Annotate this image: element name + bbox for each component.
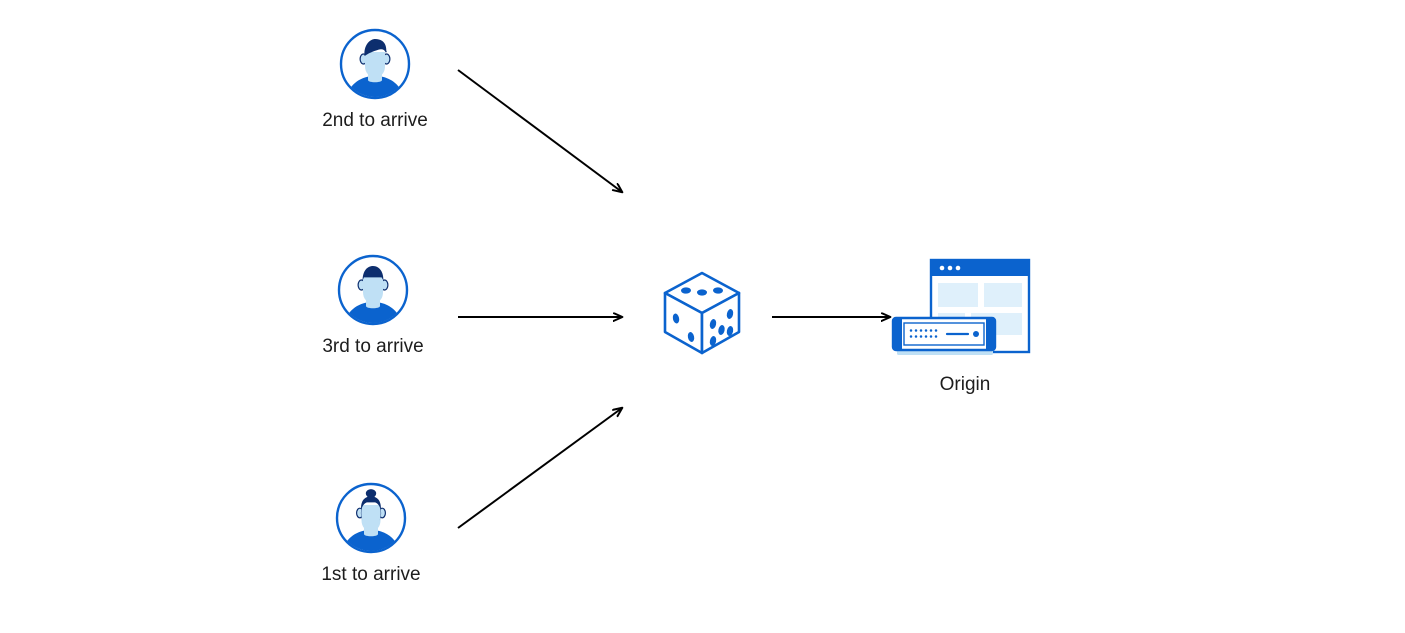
node-origin[interactable]: Origin bbox=[889, 256, 1041, 397]
node-label: 2nd to arrive bbox=[322, 110, 428, 131]
node-client-3rd[interactable]: 3rd to arrive bbox=[297, 254, 449, 359]
node-label: 1st to arrive bbox=[321, 564, 421, 585]
node-client-1st[interactable]: 1st to arrive bbox=[295, 482, 447, 587]
node-label: Origin bbox=[939, 374, 991, 395]
dice-cube-icon bbox=[655, 265, 749, 359]
user-avatar-icon bbox=[335, 482, 407, 554]
edge-2nd-to-dice bbox=[457, 69, 622, 192]
node-label: 3rd to arrive bbox=[322, 336, 424, 357]
user-avatar-icon bbox=[337, 254, 409, 326]
user-avatar-icon bbox=[339, 28, 411, 100]
node-dice[interactable] bbox=[655, 265, 749, 368]
server-appliance bbox=[891, 316, 997, 355]
node-client-2nd[interactable]: 2nd to arrive bbox=[299, 28, 451, 133]
edge-1st-to-dice bbox=[457, 408, 622, 529]
origin-server-icon bbox=[889, 256, 1041, 364]
